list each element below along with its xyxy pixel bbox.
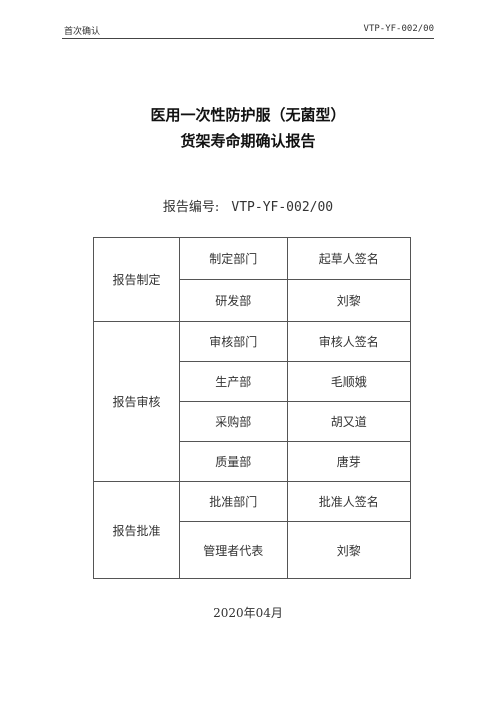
table-row: 生产部 毛顺娥 <box>94 361 412 402</box>
signature-cell: 刘黎 <box>286 279 412 322</box>
signature-table: 报告制定 制定部门 起草人签名 研发部 刘黎 报告审核 审核部门 审核人签名 生… <box>93 237 412 579</box>
document-title-line1: 医用一次性防护服（无菌型） <box>150 106 346 124</box>
table-row: 报告批准 批准部门 批准人签名 <box>93 481 412 579</box>
dept-cell: 生产部 <box>178 361 288 402</box>
table-row: 报告审核 审核部门 审核人签名 <box>93 321 412 482</box>
column-header-dept: 审核部门 <box>178 321 288 362</box>
dept-cell: 质量部 <box>178 441 288 482</box>
table-row: 研发部 刘黎 <box>94 279 412 322</box>
column-header-signature: 起草人签名 <box>286 237 412 280</box>
table-row: 采购部 胡又道 <box>94 401 412 442</box>
section-label-review: 报告审核 <box>93 321 180 482</box>
document-title-line2: 货架寿命期确认报告 <box>180 132 316 150</box>
dept-cell: 管理者代表 <box>178 521 288 579</box>
table-row: 质量部 唐芽 <box>94 441 412 482</box>
report-date: 2020年04月 <box>213 606 283 620</box>
column-header-signature: 批准人签名 <box>286 481 412 522</box>
dept-cell: 研发部 <box>178 279 288 322</box>
signature-cell: 胡又道 <box>286 401 412 442</box>
header-left-text: 首次确认 <box>64 27 101 37</box>
column-header-dept: 批准部门 <box>178 481 288 522</box>
signature-cell: 毛顺娥 <box>286 361 412 402</box>
report-number-label: 报告编号: <box>162 200 220 215</box>
table-row: 管理者代表 刘黎 <box>94 521 412 579</box>
header-document-code: VTP-YF-002/00 <box>363 24 434 34</box>
signature-cell: 刘黎 <box>286 521 412 579</box>
signature-cell: 唐芽 <box>286 441 412 482</box>
report-number: 报告编号: VTP-YF-002/00 <box>0 196 496 215</box>
dept-cell: 采购部 <box>178 401 288 442</box>
table-row: 报告制定 制定部门 起草人签名 <box>93 237 412 322</box>
report-number-value: VTP-YF-002/00 <box>231 200 334 215</box>
section-label-prepare: 报告制定 <box>93 237 180 322</box>
column-header-signature: 审核人签名 <box>286 321 412 362</box>
column-header-dept: 制定部门 <box>178 237 288 280</box>
section-label-approve: 报告批准 <box>93 481 180 579</box>
header-rule <box>62 38 434 39</box>
